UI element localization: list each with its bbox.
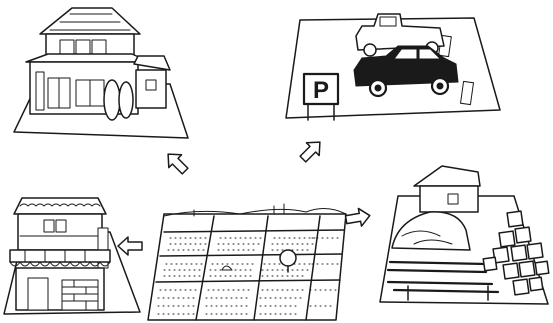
shed xyxy=(413,165,481,213)
crates xyxy=(482,210,550,296)
house-icon xyxy=(25,7,171,121)
arrow-to-house xyxy=(167,153,189,175)
rice-field-icon xyxy=(155,203,347,321)
farmland-base-platform xyxy=(147,213,347,321)
shop-panel xyxy=(3,197,141,315)
parking-lot-icon: P xyxy=(302,13,459,121)
arrow-to-shop xyxy=(117,236,143,256)
covered-pile xyxy=(391,211,471,251)
parking-panel: P xyxy=(285,13,501,121)
lumber-yard-icon xyxy=(386,165,550,301)
flow-arrows xyxy=(117,141,371,256)
logs xyxy=(386,260,500,301)
farmland-panel xyxy=(147,203,347,321)
parking-sign: P xyxy=(302,72,340,121)
parking-sign-letter: P xyxy=(313,77,329,104)
hut-icon xyxy=(221,265,233,271)
sedan-car xyxy=(353,45,459,98)
factory-panel xyxy=(379,165,550,305)
arrow-to-parking xyxy=(299,141,321,163)
tree-icon xyxy=(279,249,297,273)
shop-icon xyxy=(9,197,111,311)
arrow-to-factory xyxy=(344,207,371,227)
rice-rows xyxy=(157,237,341,315)
house-panel xyxy=(13,7,189,139)
